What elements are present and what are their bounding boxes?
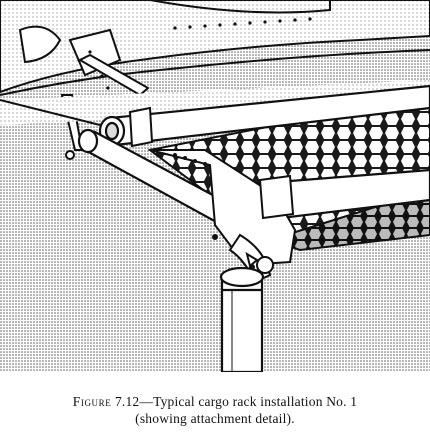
hanging-strut bbox=[60, 53, 150, 160]
figure-caption: Figure 7.12—Typical cargo rack installat… bbox=[0, 393, 430, 427]
aircraft-fuselage bbox=[0, 0, 430, 96]
cargo-rack-illustration bbox=[0, 0, 430, 372]
rear-tube bbox=[0, 80, 430, 126]
caption-line-1: —Typical cargo rack installation No. 1 bbox=[139, 394, 358, 409]
figure-number: 7.12 bbox=[114, 394, 140, 409]
figure-label: Figure bbox=[72, 394, 112, 409]
tube-clamps bbox=[128, 106, 295, 220]
caption-line-2: (showing attachment detail). bbox=[135, 411, 295, 426]
upper-rack-tube bbox=[98, 84, 430, 147]
support-leg bbox=[219, 266, 265, 372]
wing-nut bbox=[245, 251, 274, 274]
